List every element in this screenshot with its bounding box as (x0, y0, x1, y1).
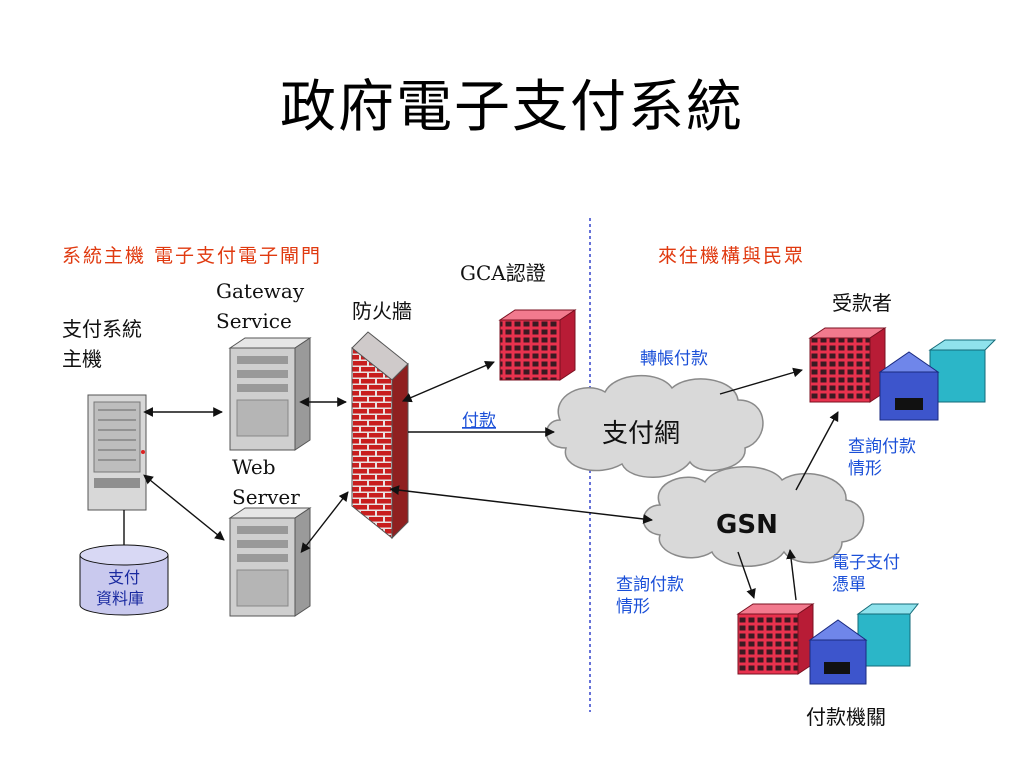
left-zone-header: 系統主機 電子支付電子閘門 (62, 245, 322, 267)
agency-gsn-arrow (786, 549, 797, 601)
gateway-server-icon (228, 337, 312, 451)
database-label-line1: 支付 (108, 568, 140, 587)
payee-label: 受款者 (832, 291, 892, 315)
payment-network-label: 支付網 (602, 419, 680, 449)
gsn-label: GSN (716, 510, 778, 540)
paying-agency-label: 付款機關 (806, 705, 886, 729)
gca-building-icon (498, 309, 577, 381)
web-label-line1: Web (232, 455, 276, 479)
host-server-icon (87, 394, 147, 511)
web-server-icon (228, 507, 312, 617)
pay-edge-label: 付款 (462, 411, 496, 431)
firewall-gsn-arrow (389, 485, 653, 524)
right-zone-header: 來往機構與民眾 (658, 245, 805, 267)
voucher-label-line2: 憑單 (832, 575, 866, 595)
query-left-label-line1: 查詢付款 (616, 575, 684, 595)
query-right-label-line1: 查詢付款 (848, 437, 916, 457)
query-right-label-line2: 情形 (848, 459, 882, 479)
payee-buildings-icon (808, 327, 997, 421)
gsn-agency-arrow (737, 551, 756, 599)
host-web-arrow (143, 474, 225, 541)
voucher-label-line1: 電子支付 (832, 553, 900, 573)
firewall-icon (351, 331, 409, 540)
gca-label: GCA認證 (460, 261, 546, 285)
host-label-line2: 主機 (62, 347, 102, 371)
query-left-label-line2: 情形 (616, 597, 650, 617)
gsn-cloud-icon (642, 466, 865, 567)
page-title: 政府電子支付系統 (280, 75, 744, 140)
paying-agency-buildings-icon (736, 603, 920, 685)
payment-network-cloud-icon (545, 375, 764, 478)
web-label-line2: Server (232, 485, 300, 509)
database-label-line2: 資料庫 (96, 589, 144, 608)
transfer-edge-label: 轉帳付款 (640, 349, 708, 369)
paynet-payee-arrow (719, 367, 803, 395)
host-label-line1: 支付系統 (62, 317, 142, 341)
firewall-label: 防火牆 (352, 299, 412, 323)
web-firewall-arrow (300, 491, 349, 553)
gateway-label-line2: Service (216, 309, 292, 333)
database-icon (79, 510, 169, 616)
gsn-payee-arrow (795, 411, 839, 491)
gateway-label-line1: Gateway (216, 279, 305, 303)
firewall-gca-arrow (401, 360, 495, 403)
